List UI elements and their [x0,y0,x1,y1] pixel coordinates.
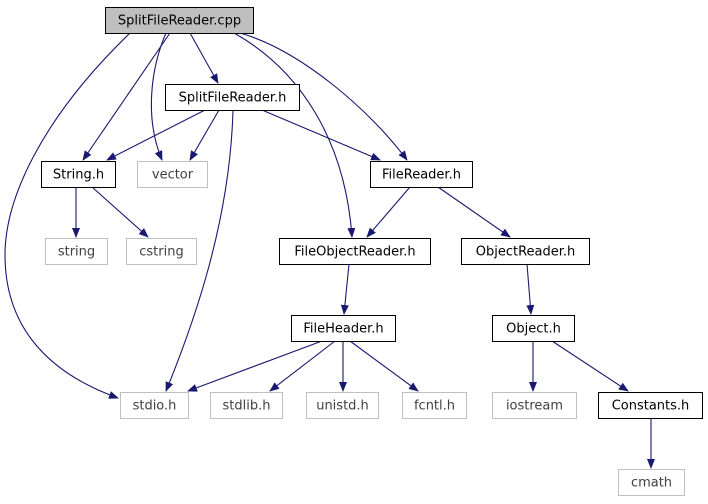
edge-splitfilereader-cpp-to-filereader-h [239,32,408,161]
node-box [370,161,473,188]
edge-fileobjectreader-h-to-fileheader-h [340,263,350,315]
node-label: FileHeader.h [303,322,383,337]
node-label: SplitFileReader.cpp [118,14,241,29]
node-box [492,315,575,342]
edge-splitfilereader-h-to-filereader-h [261,109,381,161]
edge-filereader-h-to-objectreader-h [437,186,511,238]
node-label: Object.h [506,322,561,337]
edge-splitfilereader-cpp-to-fileobjectreader-h [233,32,356,238]
node-box [461,238,590,265]
node-vector[interactable]: vector [137,161,208,188]
node-splitfilereader-h[interactable]: SplitFileReader.h [165,84,300,111]
node-box [210,392,283,419]
node-splitfilereader-cpp[interactable]: SplitFileReader.cpp [105,7,254,34]
node-label: cmath [631,476,672,491]
edge-objectreader-h-to-object-h [526,263,535,315]
node-iostream[interactable]: iostream [492,392,577,419]
node-label: Constants.h [612,399,690,414]
edge-splitfilereader-h-to-stdio-h [165,109,234,392]
node-box [618,469,685,496]
node-constants-h[interactable]: Constants.h [598,392,703,419]
node-object-h[interactable]: Object.h [492,315,575,342]
edge-splitfilereader-cpp-to-vector [150,32,167,161]
node-label: stdlib.h [223,399,271,414]
node-label: String.h [53,168,104,183]
node-label: vector [152,168,194,183]
node-label: FileReader.h [382,168,461,183]
node-objectreader-h[interactable]: ObjectReader.h [461,238,590,265]
node-string-h[interactable]: String.h [41,161,116,188]
node-label: stdio.h [133,399,177,414]
node-box [291,315,396,342]
node-box [45,238,108,265]
node-cmath[interactable]: cmath [618,469,685,496]
edge-filereader-h-to-fileobjectreader-h [366,186,411,238]
node-box [402,392,467,419]
node-label: SplitFileReader.h [179,91,287,106]
node-box [165,84,300,111]
node-label: ObjectReader.h [476,245,576,260]
node-fcntl-h[interactable]: fcntl.h [402,392,467,419]
node-box [279,238,431,265]
node-label: iostream [506,399,563,414]
node-filereader-h[interactable]: FileReader.h [370,161,473,188]
node-box [126,238,197,265]
edge-fileheader-h-to-fcntl-h [349,340,419,392]
edges [4,32,655,469]
node-box [492,392,577,419]
node-stdlib-h[interactable]: stdlib.h [210,392,283,419]
node-box [120,392,189,419]
node-string[interactable]: string [45,238,108,265]
node-box [306,392,379,419]
edge-fileheader-h-to-stdio-h [187,340,323,392]
node-label: fcntl.h [414,399,455,414]
edge-fileheader-h-to-stdlib-h [269,340,336,392]
edge-object-h-to-constants-h [551,340,629,392]
node-box [41,161,116,188]
node-fileheader-h[interactable]: FileHeader.h [291,315,396,342]
edge-splitfilereader-h-to-vector [189,109,220,161]
node-box [105,7,254,34]
node-label: string [58,245,95,260]
node-label: cstring [139,245,183,260]
node-label: unistd.h [316,399,369,414]
node-fileobjectreader-h[interactable]: FileObjectReader.h [279,238,431,265]
node-unistd-h[interactable]: unistd.h [306,392,379,419]
node-cstring[interactable]: cstring [126,238,197,265]
node-stdio-h[interactable]: stdio.h [120,392,189,419]
edge-splitfilereader-cpp-to-string-h [82,32,171,161]
node-label: FileObjectReader.h [294,245,415,260]
node-box [598,392,703,419]
edge-splitfilereader-cpp-to-stdio-h [4,32,131,399]
edge-splitfilereader-cpp-to-splitfilereader-h [189,32,219,84]
node-box [137,161,208,188]
edge-string-h-to-cstring [91,186,149,238]
nodes: SplitFileReader.cppSplitFileReader.hStri… [41,7,703,496]
edge-splitfilereader-h-to-string-h [106,109,206,161]
